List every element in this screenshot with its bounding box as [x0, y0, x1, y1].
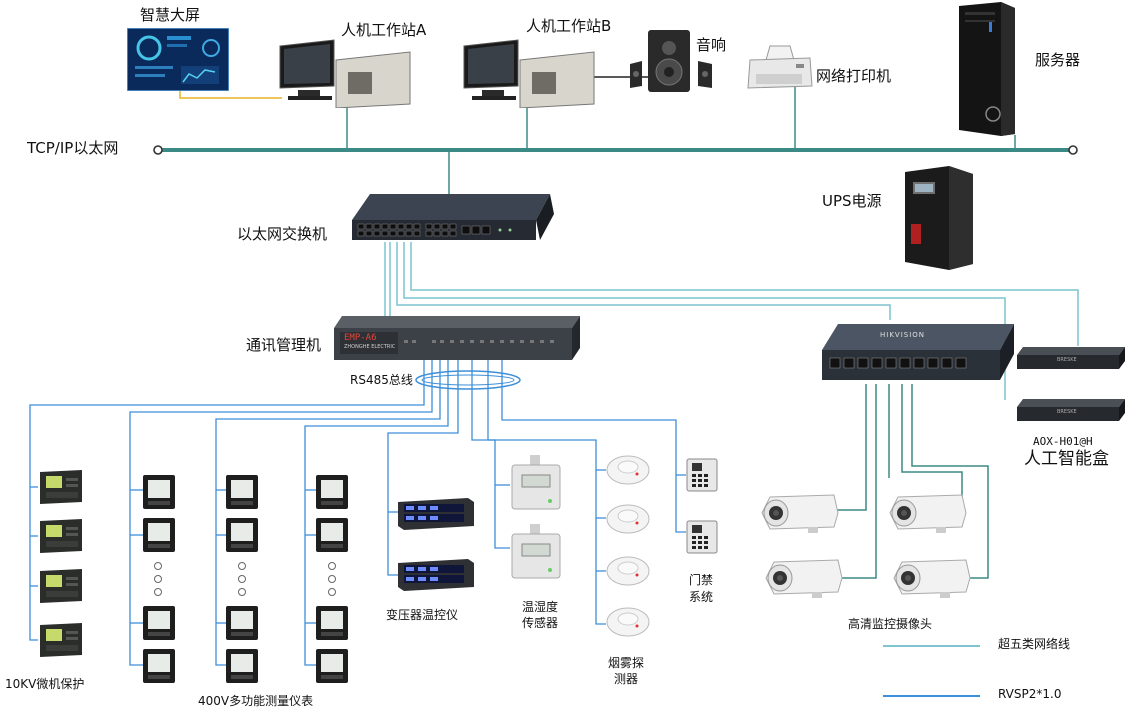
power-meter-icon — [142, 517, 176, 553]
power-meter-icon — [225, 474, 259, 510]
ai-box-icon: BRESKE — [1015, 397, 1127, 423]
legend-label-rs485-cable: RVSP2*1.0 — [998, 687, 1062, 701]
ai-box-brand-text: BRESKE — [1057, 357, 1077, 363]
power-meter-icon — [225, 605, 259, 641]
ai-box-brand-text: BRESKE — [1057, 409, 1077, 415]
legend-label-network-cable: 超五类网络线 — [998, 637, 1071, 651]
smoke-detector-icon — [605, 555, 651, 587]
ellipsis-dots-icon — [237, 560, 247, 600]
power-meter-icon — [315, 474, 349, 510]
camera-icon — [886, 493, 968, 535]
power-meter-icon — [142, 605, 176, 641]
power-meter-icon — [315, 517, 349, 553]
ai-box-icon: BRESKE — [1015, 345, 1127, 371]
label-access-line1: 门禁 — [689, 573, 714, 587]
server-icon — [955, 2, 1019, 137]
label-server: 服务器 — [1035, 51, 1081, 69]
label-speaker: 音响 — [696, 36, 727, 54]
label-ups: UPS电源 — [822, 192, 882, 210]
smoke-detector-icon — [605, 454, 651, 486]
workstation-b-icon — [460, 38, 598, 109]
camera-icon — [758, 493, 840, 535]
transformer-controller-icon — [396, 498, 476, 530]
label-th-sensor-line1: 温湿度 — [522, 600, 559, 614]
comm-manager-icon: EMP-A6 ZHONGHE ELECTRIC — [332, 314, 582, 362]
access-control-icon — [686, 458, 718, 492]
power-meter-icon — [315, 605, 349, 641]
label-printer: 网络打印机 — [816, 67, 892, 85]
label-camera: 高清监控摄像头 — [848, 617, 933, 631]
comm-manager-brand-text: ZHONGHE ELECTRIC — [344, 344, 396, 350]
smoke-detector-icon — [605, 606, 651, 638]
comm-manager-screen-text: EMP-A6 — [344, 333, 377, 343]
bus-end-left — [153, 145, 163, 155]
label-tcpip-ethernet: TCP/IP以太网 — [27, 139, 119, 157]
label-rs485-bus: RS485总线 — [350, 373, 413, 387]
protection-relay-icon — [36, 470, 84, 504]
power-meter-icon — [225, 648, 259, 684]
label-ethernet-switch: 以太网交换机 — [237, 225, 328, 243]
label-transformer-controller: 变压器温控仪 — [386, 608, 459, 622]
temp-humidity-sensor-icon — [508, 455, 564, 513]
transformer-controller-icon — [396, 559, 476, 591]
label-th-sensor-line2: 传感器 — [522, 616, 559, 630]
power-meter-icon — [225, 517, 259, 553]
label-workstation-b: 人机工作站B — [526, 17, 612, 35]
label-smart-screen: 智慧大屏 — [140, 6, 201, 24]
label-10kv-relay: 10KV微机保护 — [5, 677, 85, 691]
workstation-a-icon — [276, 38, 414, 109]
access-control-icon — [686, 520, 718, 554]
label-smoke-line1: 烟雾探 — [608, 656, 645, 670]
screen-cable — [179, 90, 282, 99]
power-meter-icon — [142, 474, 176, 510]
ellipsis-dots-icon — [327, 560, 337, 600]
ellipsis-dots-icon — [153, 560, 163, 600]
power-meter-icon — [142, 648, 176, 684]
camera-icon — [762, 558, 844, 600]
rs485-bundle — [415, 370, 521, 390]
smoke-detector-icon — [605, 503, 651, 535]
power-meter-icon — [315, 648, 349, 684]
label-comm-manager: 通讯管理机 — [246, 336, 322, 354]
protection-relay-icon — [36, 519, 84, 553]
label-workstation-a: 人机工作站A — [341, 21, 427, 39]
label-access-line2: 系统 — [689, 590, 714, 604]
ethernet-switch-icon — [350, 192, 555, 244]
label-ai-box-model: AOX-H01@H — [1033, 435, 1093, 448]
poe-switch-icon: HIKVISION — [820, 322, 1016, 384]
protection-relay-icon — [36, 569, 84, 603]
speaker-icon — [626, 28, 716, 100]
bus-end-right — [1068, 145, 1078, 155]
ups-icon — [903, 164, 975, 270]
temp-humidity-sensor-icon — [508, 524, 564, 582]
label-smoke-line2: 测器 — [614, 672, 639, 686]
printer-icon — [746, 44, 814, 94]
protection-relay-icon — [36, 623, 84, 657]
camera-icon — [890, 558, 972, 600]
smart-screen-icon — [126, 27, 230, 92]
poe-brand-text: HIKVISION — [880, 331, 926, 339]
label-400v-meter: 400V多功能测量仪表 — [198, 694, 314, 708]
label-ai-box: 人工智能盒 — [1024, 449, 1109, 469]
